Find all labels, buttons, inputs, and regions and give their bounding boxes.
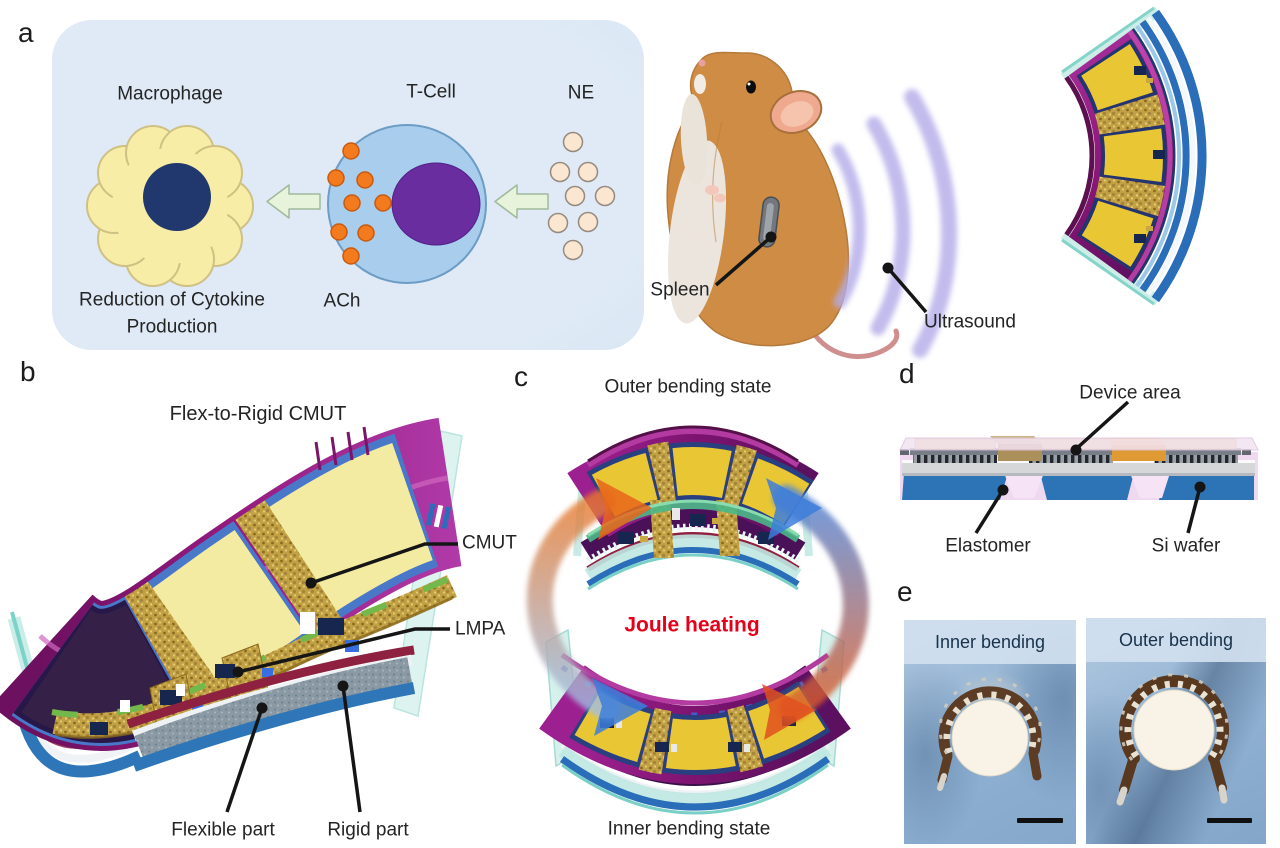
panel-d-label: d xyxy=(899,358,915,389)
panel-a-label: a xyxy=(18,17,34,48)
panel-b-label: b xyxy=(20,356,36,387)
outer-bending-state-label: Outer bending state xyxy=(604,376,772,398)
joule-heating-label: Joule heating xyxy=(624,613,760,637)
mouse-tail xyxy=(803,317,900,359)
flexible-part-label: Flexible part xyxy=(171,819,275,841)
outer-bending-ring xyxy=(1116,673,1229,806)
ne-cluster xyxy=(547,131,616,261)
flex-to-rigid-device xyxy=(0,417,464,778)
scale-bar xyxy=(1017,818,1063,823)
photo-caption: Inner bending xyxy=(934,631,1046,652)
joule-cycle-arrows xyxy=(526,478,869,740)
si-wafer-label: Si wafer xyxy=(1151,535,1221,557)
inner-bending-ring xyxy=(937,677,1042,791)
elastomer-label: Elastomer xyxy=(945,535,1031,557)
photo-caption: Outer bending xyxy=(1118,629,1234,650)
elastomer-gap xyxy=(1130,473,1170,498)
macrophage-cell xyxy=(86,125,254,287)
spleen-pointer xyxy=(714,231,777,287)
photo-inner-bending: Inner bending xyxy=(904,620,1076,844)
si-wafer-pointer xyxy=(1186,481,1206,534)
elastomer-gap xyxy=(1004,473,1044,498)
device-area-pointer xyxy=(1070,400,1130,456)
lmpa-pointer xyxy=(232,627,450,678)
panel-b-title: Flex-to-Rigid CMUT xyxy=(169,403,347,425)
arrowhead-orange-top xyxy=(596,478,652,540)
ne-label: NE xyxy=(567,82,595,104)
lmpa-label: LMPA xyxy=(455,618,506,640)
arrowhead-blue-bottom xyxy=(592,678,648,736)
inner-bending-state-label: Inner bending state xyxy=(607,818,771,840)
scale-bar xyxy=(1207,818,1252,823)
rigid-part-pointer xyxy=(337,680,362,813)
mouse-eye xyxy=(746,80,756,94)
device-area-label: Device area xyxy=(1079,382,1181,404)
ultrasound-pointer xyxy=(882,262,928,314)
flexible-part-pointer xyxy=(225,702,268,813)
ach-molecules xyxy=(327,142,392,265)
ultrasound-label: Ultrasound xyxy=(924,311,1016,333)
cmut-label: CMUT xyxy=(462,532,517,554)
cmut-device-curved xyxy=(1060,6,1207,306)
arrow-ne-to-tcell xyxy=(494,184,549,219)
t-cell-label: T-Cell xyxy=(406,81,456,103)
spleen-label: Spleen xyxy=(650,279,710,301)
macrophage-nucleus xyxy=(143,163,211,231)
ach-label: ACh xyxy=(323,290,361,312)
macrophage-label: Macrophage xyxy=(117,83,223,105)
photo-outer-bending: Outer bending xyxy=(1086,618,1266,844)
mouse-nose xyxy=(698,59,706,67)
arrowhead-blue-top xyxy=(766,478,822,540)
mouse-illustration xyxy=(666,51,900,359)
panel-c-label: c xyxy=(514,361,528,392)
photo-caption-strip xyxy=(1086,618,1266,662)
cross-section xyxy=(899,436,1259,500)
elastomer-pointer xyxy=(974,484,1009,534)
inner-bending-device xyxy=(539,628,851,815)
panel-e-label: e xyxy=(897,576,913,607)
ultrasound-waves xyxy=(831,89,958,358)
arrow-tcell-to-macrophage xyxy=(266,184,321,219)
reduction-label-line1: Reduction of Cytokine xyxy=(79,289,265,311)
t-cell xyxy=(327,124,487,284)
reduction-label-line2: Production xyxy=(126,316,218,338)
arrowhead-orange-bottom xyxy=(762,684,816,740)
t-cell-nucleus xyxy=(391,162,481,246)
cmut-pointer xyxy=(305,542,458,589)
rigid-part-label: Rigid part xyxy=(327,819,409,841)
photo-caption-strip xyxy=(904,620,1076,664)
